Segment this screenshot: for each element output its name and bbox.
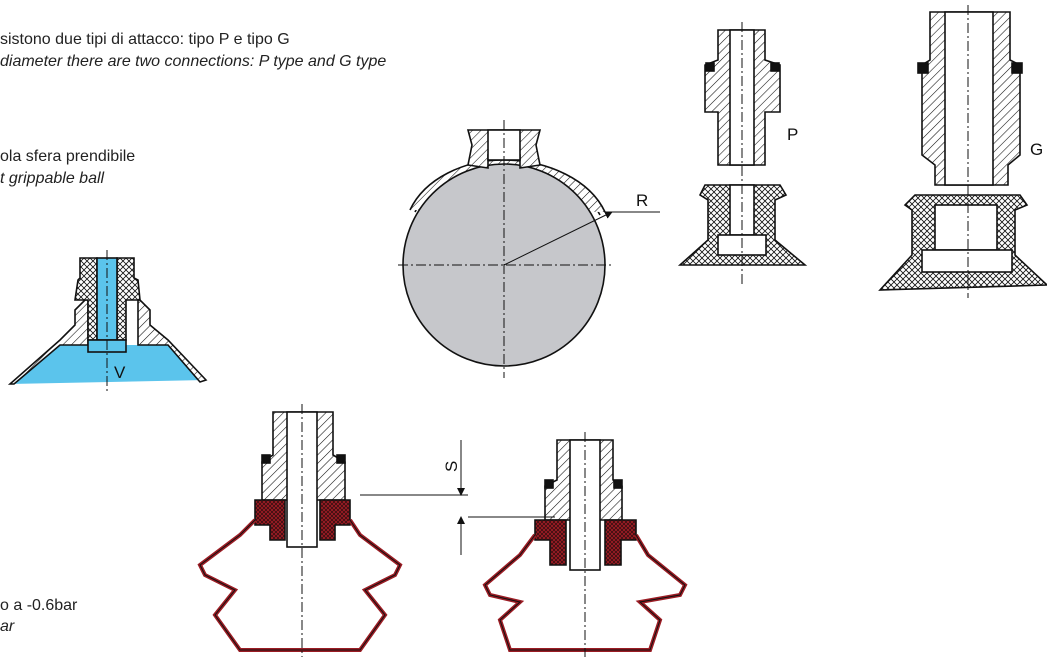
g-type-connection-diagram [878, 5, 1047, 298]
ball-gripping-diagram [398, 120, 660, 378]
vacuum-cup-diagram [7, 250, 208, 392]
description-italian-2: ola sfera prendibile [0, 148, 136, 165]
vacuum-label: V [114, 363, 126, 382]
radius-label: R [636, 191, 648, 210]
stroke-label: S [442, 461, 461, 472]
bellows-cup-uncompressed [197, 404, 468, 657]
description-italian-1: sistono due tipi di attacco: tipo P e ti… [0, 31, 290, 48]
p-type-label: P [787, 125, 798, 144]
p-type-connection-diagram [677, 22, 808, 285]
bellows-cup-compressed [468, 432, 688, 657]
description-italian-3: o a -0.6bar [0, 597, 78, 614]
description-english-2: t grippable ball [0, 170, 105, 187]
description-english-3: ar [0, 618, 15, 635]
g-type-label: G [1030, 140, 1043, 159]
description-english-1: diameter there are two connections: P ty… [0, 53, 387, 70]
